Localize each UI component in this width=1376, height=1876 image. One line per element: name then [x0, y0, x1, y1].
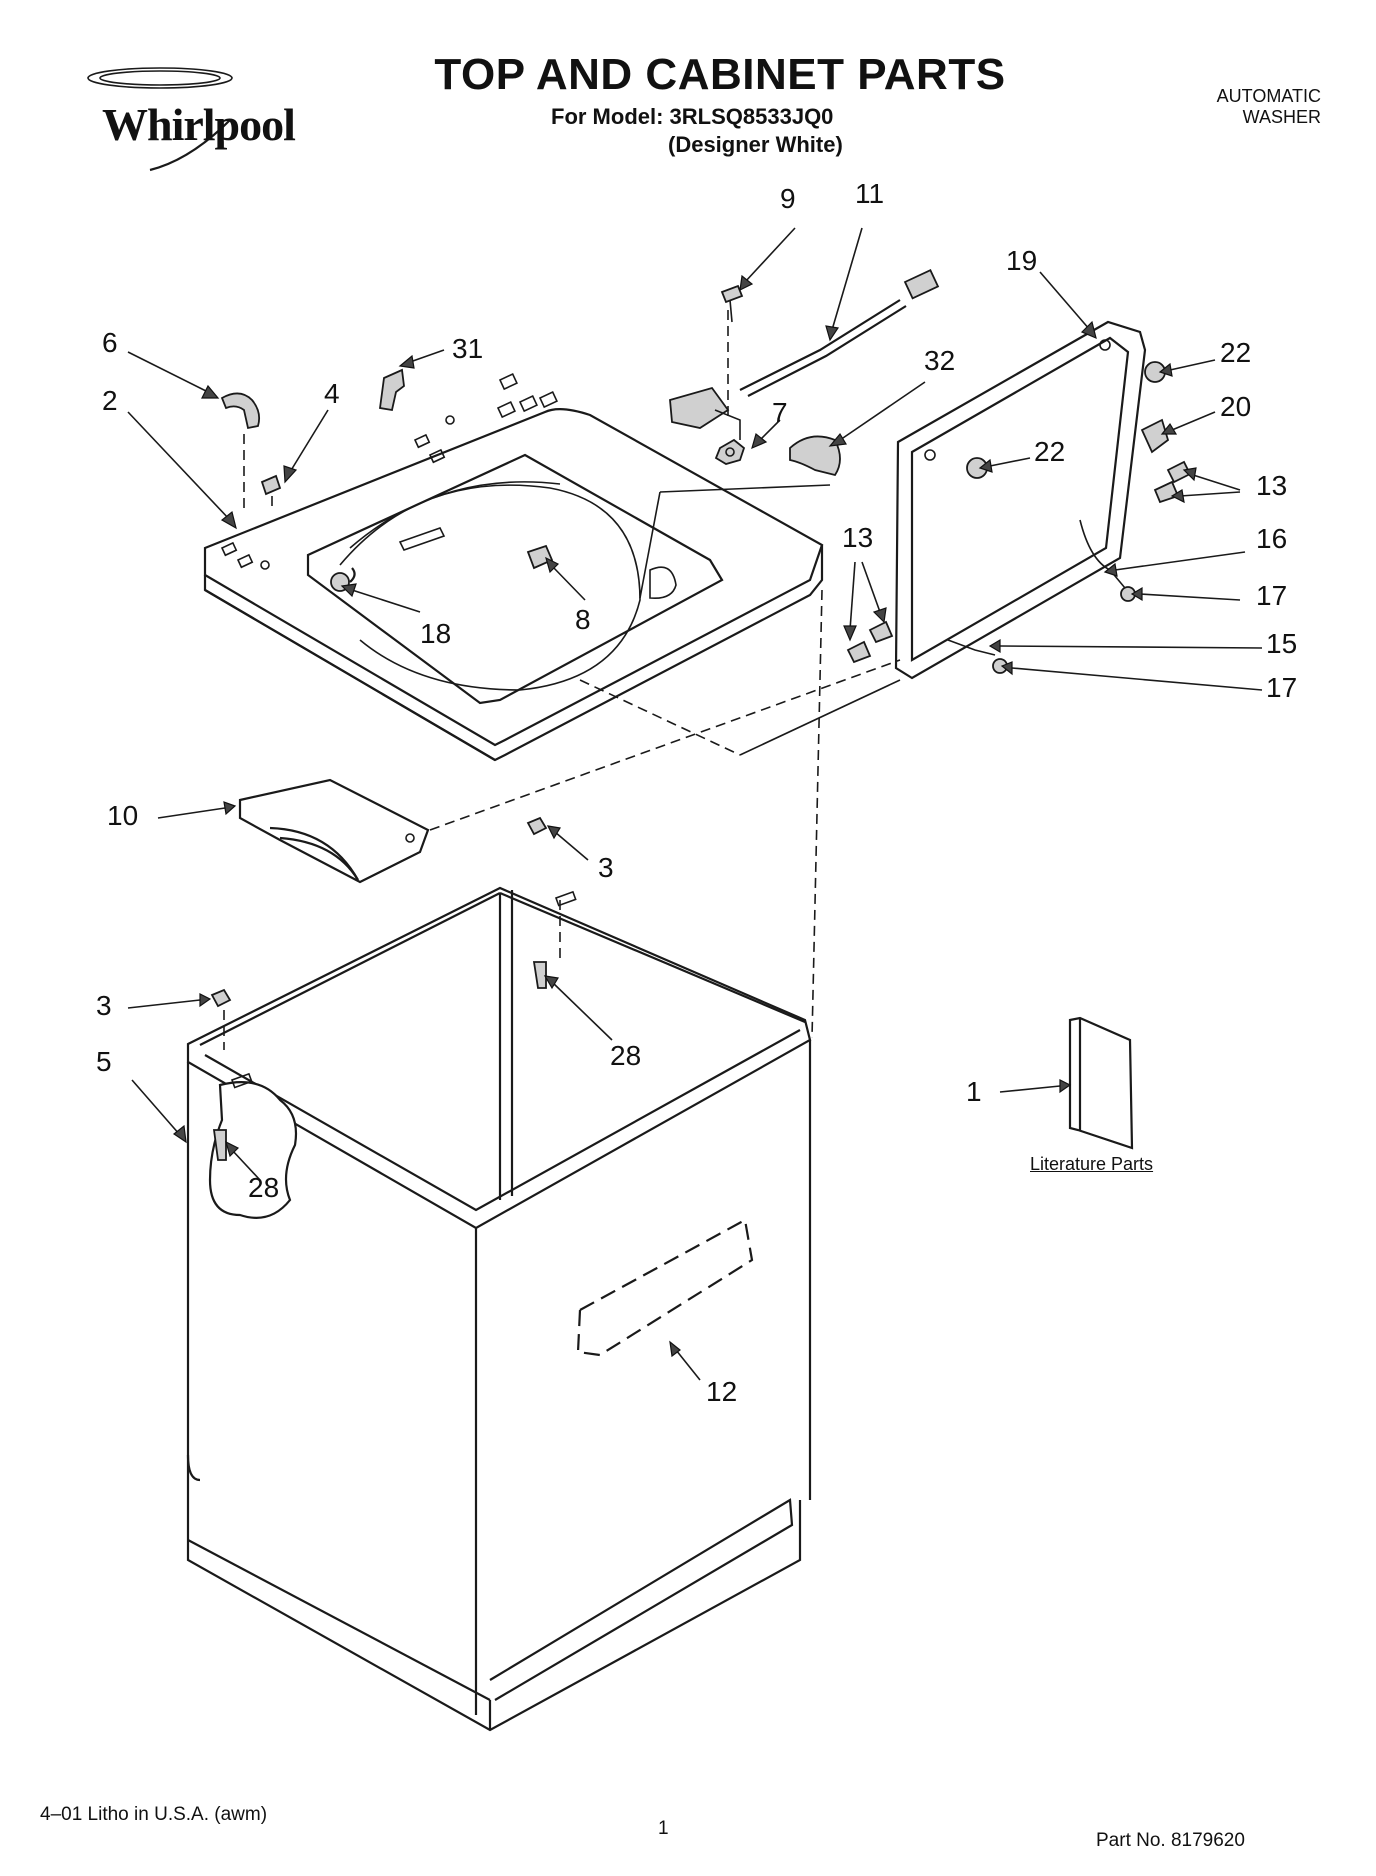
callout-12: 12 — [706, 1376, 738, 1407]
model-number: For Model: 3RLSQ8533JQ0 — [551, 104, 834, 129]
leader-lines — [127, 227, 1263, 1381]
callout-8: 8 — [575, 604, 591, 635]
part-31-clip — [378, 368, 405, 412]
page-number: 1 — [658, 1818, 669, 1839]
callout-17-a: 17 — [1256, 580, 1288, 611]
callout-31: 31 — [452, 333, 484, 364]
part-13-valve-b — [1153, 480, 1180, 504]
part-13-valve-d — [868, 620, 894, 644]
washer-top-panel — [203, 373, 824, 762]
brand-wordmark: Whirlpool — [102, 99, 296, 150]
litho-note: 4–01 Litho in U.S.A. (awm) — [40, 1804, 268, 1825]
callout-15: 15 — [1266, 628, 1298, 659]
part-6-clip — [220, 392, 261, 430]
callout-11: 11 — [855, 178, 885, 209]
part-11-lid-switch — [669, 268, 940, 440]
part-8-pin — [526, 544, 554, 570]
callout-2: 2 — [102, 385, 118, 416]
whirlpool-logo: Whirlpool — [96, 80, 316, 170]
callout-22-b: 22 — [1034, 436, 1066, 467]
whirlpool-swoosh — [87, 67, 233, 172]
part-28-screw-a — [532, 961, 547, 989]
callout-22-a: 22 — [1220, 337, 1252, 368]
part-15-hose — [947, 639, 996, 656]
part-7-nut — [714, 438, 746, 465]
product-type: AUTOMATIC WASHER — [1101, 86, 1321, 128]
callout-10: 10 — [107, 800, 139, 831]
callout-3-b: 3 — [96, 990, 112, 1021]
part-32-hinge — [789, 435, 841, 477]
callout-20: 20 — [1220, 391, 1252, 422]
callout-13-b: 13 — [842, 522, 874, 553]
washer-cabinet — [186, 886, 812, 1732]
console-back-panel — [894, 320, 1147, 680]
part-28-screw-b — [212, 1129, 227, 1161]
part-13-valve-c — [846, 640, 872, 664]
product-type-line2: WASHER — [1242, 107, 1321, 127]
part-3-nut-a — [526, 816, 548, 836]
part-number: Part No. 8179620 — [1096, 1830, 1245, 1851]
callout-28-b: 28 — [248, 1172, 280, 1203]
callout-18: 18 — [420, 618, 452, 649]
page-title: TOP AND CABINET PARTS — [434, 50, 1006, 99]
part-9-screw — [720, 284, 744, 323]
callout-28-a: 28 — [610, 1040, 642, 1071]
callout-17-b: 17 — [1266, 672, 1298, 703]
callout-19: 19 — [1006, 245, 1038, 276]
literature-parts-label: Literature Parts — [1030, 1154, 1154, 1174]
model-color: (Designer White) — [668, 132, 843, 157]
part-10-bracket — [238, 778, 430, 884]
product-type-line1: AUTOMATIC — [1216, 86, 1321, 106]
callout-9: 9 — [780, 183, 796, 214]
part-1-literature-book — [1068, 1016, 1134, 1150]
callout-7: 7 — [772, 397, 788, 428]
callout-13-a: 13 — [1256, 470, 1288, 501]
callout-1: 1 — [966, 1076, 982, 1107]
part-4-clip — [260, 474, 282, 496]
part-3-nut-b — [210, 988, 232, 1008]
callout-6: 6 — [102, 327, 118, 358]
callout-3-a: 3 — [598, 852, 614, 883]
callout-32: 32 — [924, 345, 956, 376]
callout-4: 4 — [324, 378, 340, 409]
callout-16: 16 — [1256, 523, 1288, 554]
callout-5: 5 — [96, 1046, 112, 1077]
alignment-lines — [223, 310, 901, 1050]
part-20-knob — [1140, 418, 1170, 454]
